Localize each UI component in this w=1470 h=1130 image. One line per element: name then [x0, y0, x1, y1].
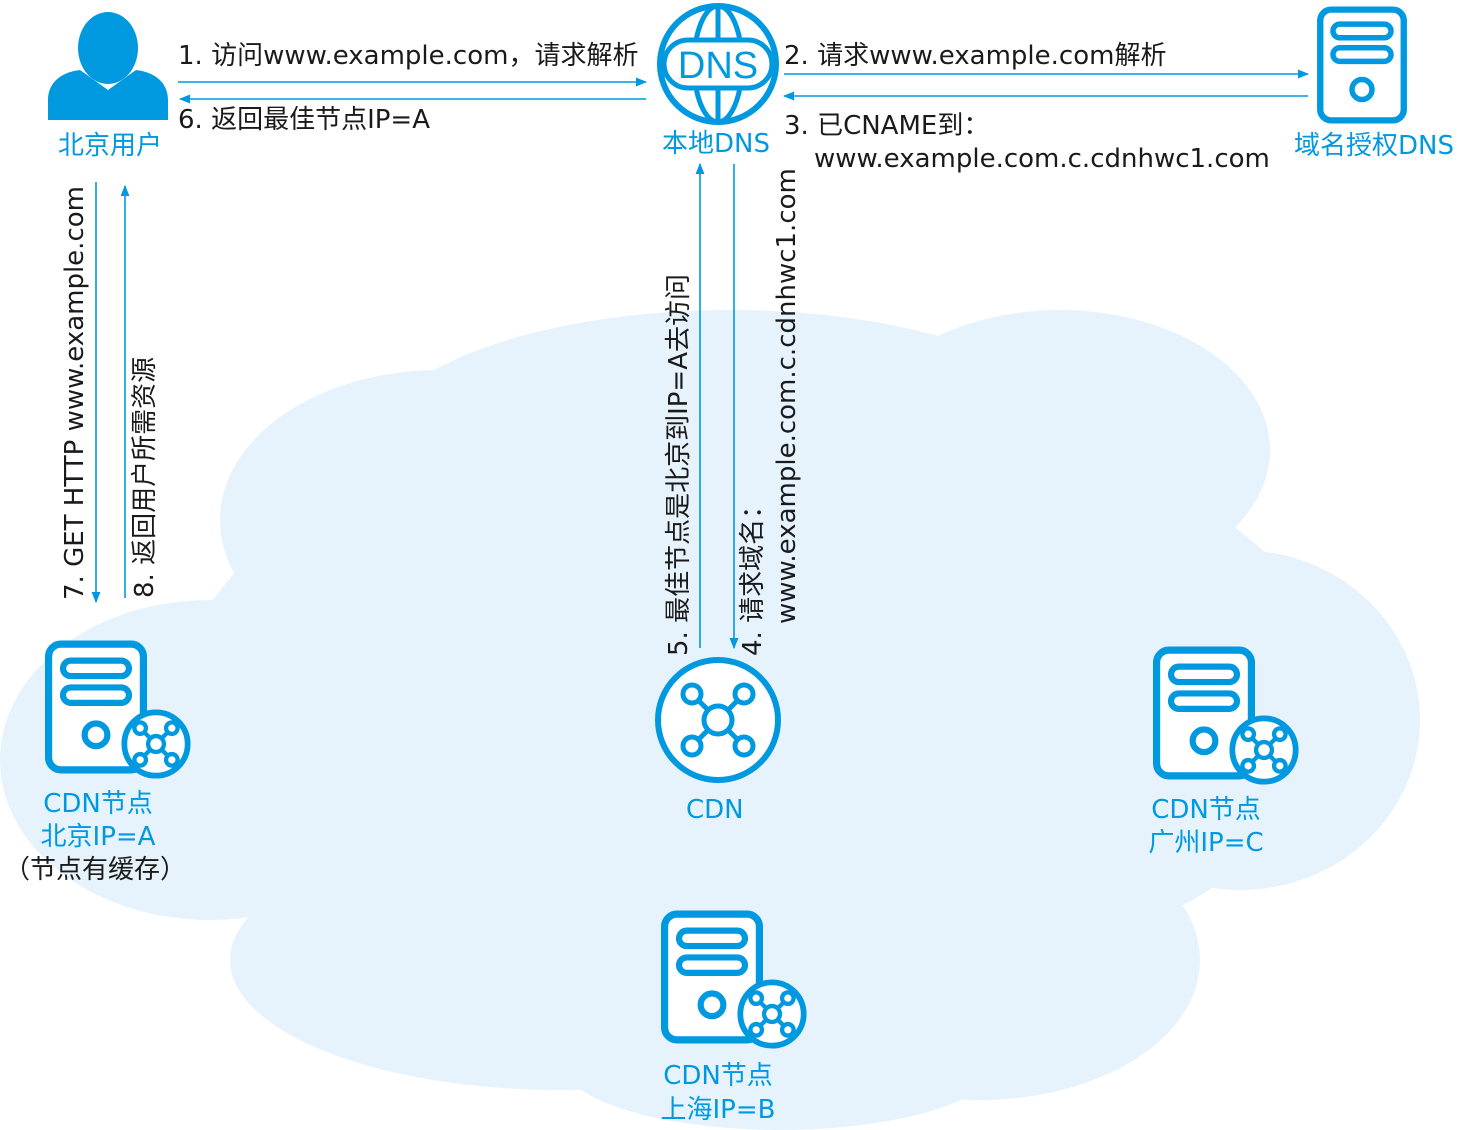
step1-label: 1. 访问www.example.com，请求解析: [178, 41, 639, 71]
cdn-node-guangzhou-ip: 广州IP=C: [1148, 828, 1264, 858]
local-dns-label: 本地DNS: [662, 129, 770, 159]
step4-label-line1: 4. 请求域名：: [738, 492, 768, 656]
dns-globe-icon: [657, 3, 779, 125]
cdn-node-shanghai-ip: 上海IP=B: [660, 1095, 776, 1125]
auth-dns-label: 域名授权DNS: [1294, 131, 1454, 161]
dns-badge-text: DNS: [678, 45, 758, 87]
cdn-node-guangzhou-title: CDN节点: [1151, 795, 1261, 825]
cdn-label: CDN: [686, 795, 744, 825]
cdn-node-beijing-title: CDN节点: [43, 789, 153, 819]
step2-label: 2. 请求www.example.com解析: [784, 41, 1167, 71]
cdn-hub-icon: [655, 657, 781, 783]
cdn-node-beijing-note: （节点有缓存）: [4, 855, 187, 885]
step4-label-line2: www.example.com.c.cdnhwc1.com: [772, 168, 802, 624]
step7-label: 7. GET HTTP www.example.com: [60, 186, 90, 600]
cdn-node-shanghai-title: CDN节点: [663, 1061, 773, 1091]
step6-label: 6. 返回最佳节点IP=A: [178, 105, 430, 135]
step8-label: 8. 返回用户所需资源: [130, 356, 160, 598]
step3-label-line1: 3. 已CNAME到：: [784, 111, 990, 141]
step5-label: 5. 最佳节点是北京到IP=A去访问: [664, 274, 694, 656]
user-icon: [48, 12, 168, 120]
step3-label-line2: www.example.com.c.cdnhwc1.com: [814, 144, 1270, 174]
user-label: 北京用户: [58, 131, 163, 161]
cdn-node-beijing-ip: 北京IP=A: [40, 822, 156, 852]
auth-dns-server-icon: [1320, 10, 1404, 121]
